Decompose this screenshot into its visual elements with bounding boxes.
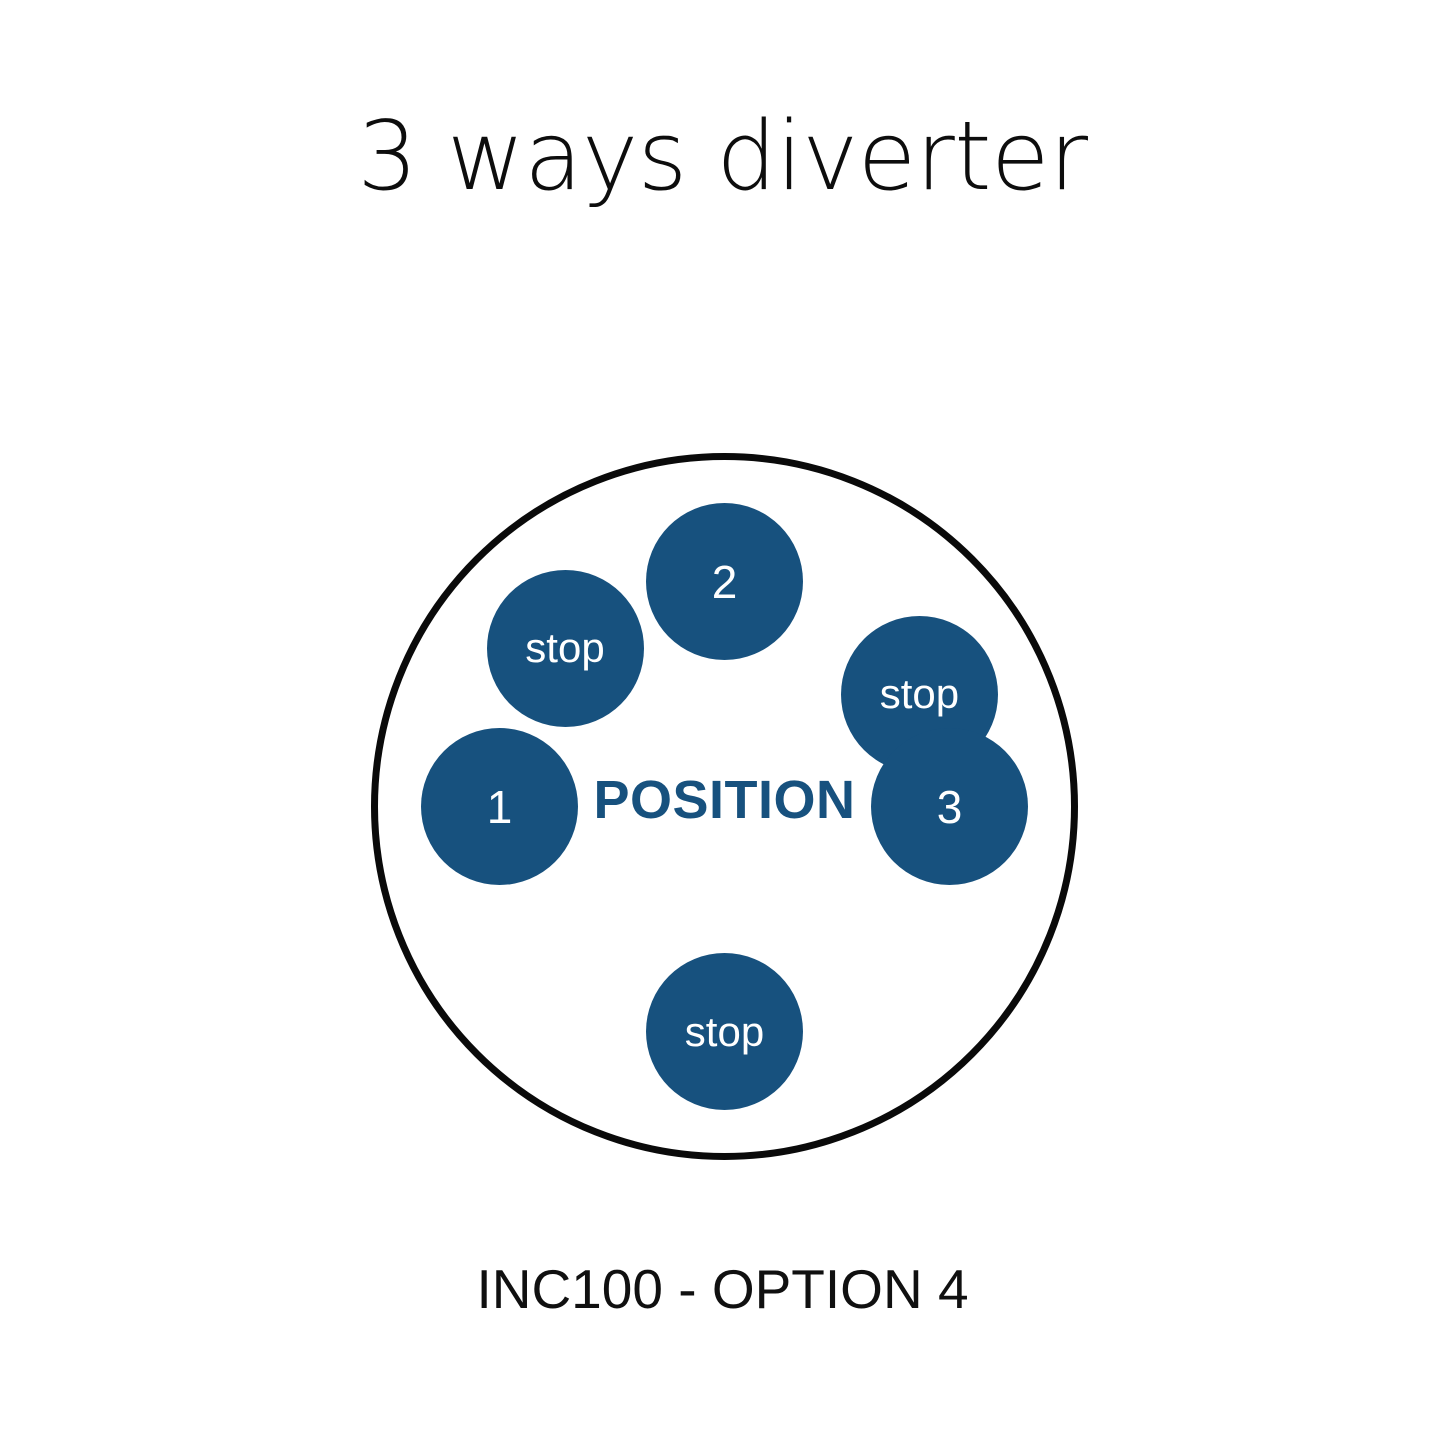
dial-node-stop-bottom[interactable]: stop [646,953,803,1110]
page-title: 3 ways diverter [357,102,1088,212]
diverter-dial-diagram: 2 stop 3 stop 1 stop POSITION [371,453,1078,1160]
dial-node-2[interactable]: 2 [646,503,803,660]
dial-node-label: 2 [711,555,738,608]
dial-node-1[interactable]: 1 [421,728,578,885]
page-caption: INC100 - OPTION 4 [476,1258,969,1320]
dial-node-label: stop [879,670,960,717]
dial-node-3[interactable]: 3 [871,728,1028,885]
dial-center-label: POSITION [593,770,856,830]
dial-node-stop-upper-left[interactable]: stop [486,569,644,727]
dial-node-label: 3 [936,780,963,833]
dial-node-label: 1 [486,780,513,833]
dial-node-label: stop [684,1007,765,1055]
dial-node-label: stop [525,624,605,671]
